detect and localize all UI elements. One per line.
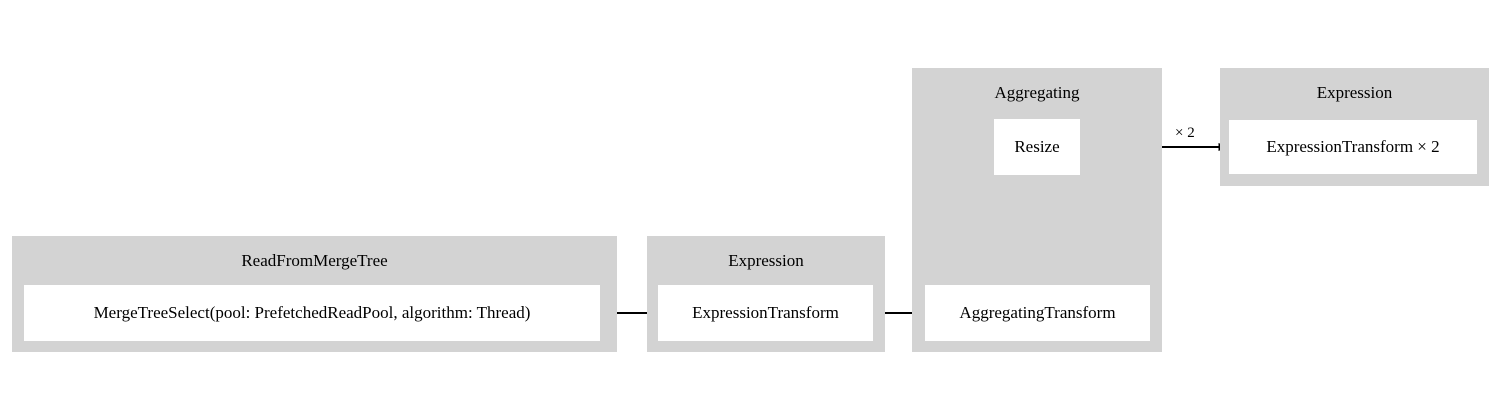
edge-label-resize-to-expression-2: × 2	[1175, 125, 1195, 141]
node-aggregating-transform[interactable]: AggregatingTransform	[925, 285, 1150, 341]
node-expression-transform-x2[interactable]: ExpressionTransform × 2	[1229, 120, 1477, 174]
node-expression-transform[interactable]: ExpressionTransform	[658, 285, 873, 341]
node-merge-tree-select[interactable]: MergeTreeSelect(pool: PrefetchedReadPool…	[24, 285, 600, 341]
cluster-title-aggregating: Aggregating	[994, 83, 1080, 102]
cluster-title-expression-1: Expression	[728, 251, 804, 270]
cluster-title-expression-2: Expression	[1316, 83, 1393, 102]
cluster-title-read-from-merge-tree: ReadFromMergeTree	[241, 251, 388, 270]
node-resize[interactable]: Resize	[994, 119, 1080, 175]
